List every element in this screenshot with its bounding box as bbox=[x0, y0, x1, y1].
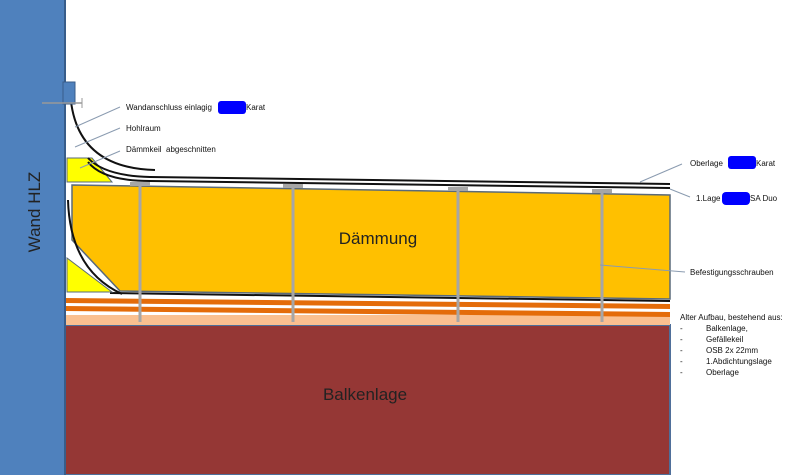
wall-clamp bbox=[62, 81, 76, 105]
old-membrane bbox=[109, 292, 671, 302]
screws-label: Befestigungsschrauben bbox=[690, 268, 774, 277]
redaction-2 bbox=[728, 156, 756, 169]
wall-connection-suffix: Karat bbox=[246, 103, 266, 112]
top-layer-suffix: Karat bbox=[756, 159, 776, 168]
osb-layer-1 bbox=[65, 298, 670, 309]
first-membrane bbox=[87, 161, 671, 189]
wall bbox=[0, 0, 65, 475]
list-item: Gefällekeil bbox=[706, 335, 744, 344]
old-build-title: Alter Aufbau, bestehend aus: bbox=[680, 313, 783, 322]
svg-text:-: - bbox=[680, 335, 683, 344]
wall-connection-membrane bbox=[69, 87, 156, 171]
redaction-1 bbox=[218, 101, 246, 114]
wedge-top bbox=[66, 157, 114, 183]
svg-text:-: - bbox=[680, 324, 683, 333]
svg-text:-: - bbox=[680, 357, 683, 366]
old-build-list: - Balkenlage, - Gefällekeil - OSB 2x 22mm -… bbox=[680, 324, 772, 377]
cavity-label: Hohlraum bbox=[126, 124, 161, 133]
top-layer-label: Oberlage bbox=[690, 159, 723, 168]
first-layer-suffix: SA Duo bbox=[750, 194, 778, 203]
list-item: Balkenlage, bbox=[706, 324, 748, 333]
beam-label: Balkenlage bbox=[323, 385, 407, 404]
beam-layer bbox=[64, 324, 671, 475]
insulation-label: Dämmung bbox=[339, 229, 417, 248]
first-layer-label: 1.Lage bbox=[696, 194, 721, 203]
svg-text:-: - bbox=[680, 346, 683, 355]
list-item: Oberlage bbox=[706, 368, 739, 377]
svg-text:-: - bbox=[680, 368, 683, 377]
redaction-3 bbox=[722, 192, 750, 205]
wedge-cut-label: Dämmkeil abgeschnitten bbox=[126, 145, 216, 154]
wall-connection-label: Wandanschluss einlagig bbox=[126, 103, 212, 112]
side-membrane bbox=[67, 199, 123, 295]
fastening-screws bbox=[130, 182, 612, 322]
peach-layer bbox=[65, 315, 670, 325]
wall-label: Wand HLZ bbox=[25, 172, 44, 253]
list-item: OSB 2x 22mm bbox=[706, 346, 758, 355]
list-item: 1.Abdichtungslage bbox=[706, 357, 772, 366]
top-membrane bbox=[87, 157, 671, 185]
wedge-bottom bbox=[66, 256, 114, 293]
osb-layer-2 bbox=[65, 306, 670, 317]
